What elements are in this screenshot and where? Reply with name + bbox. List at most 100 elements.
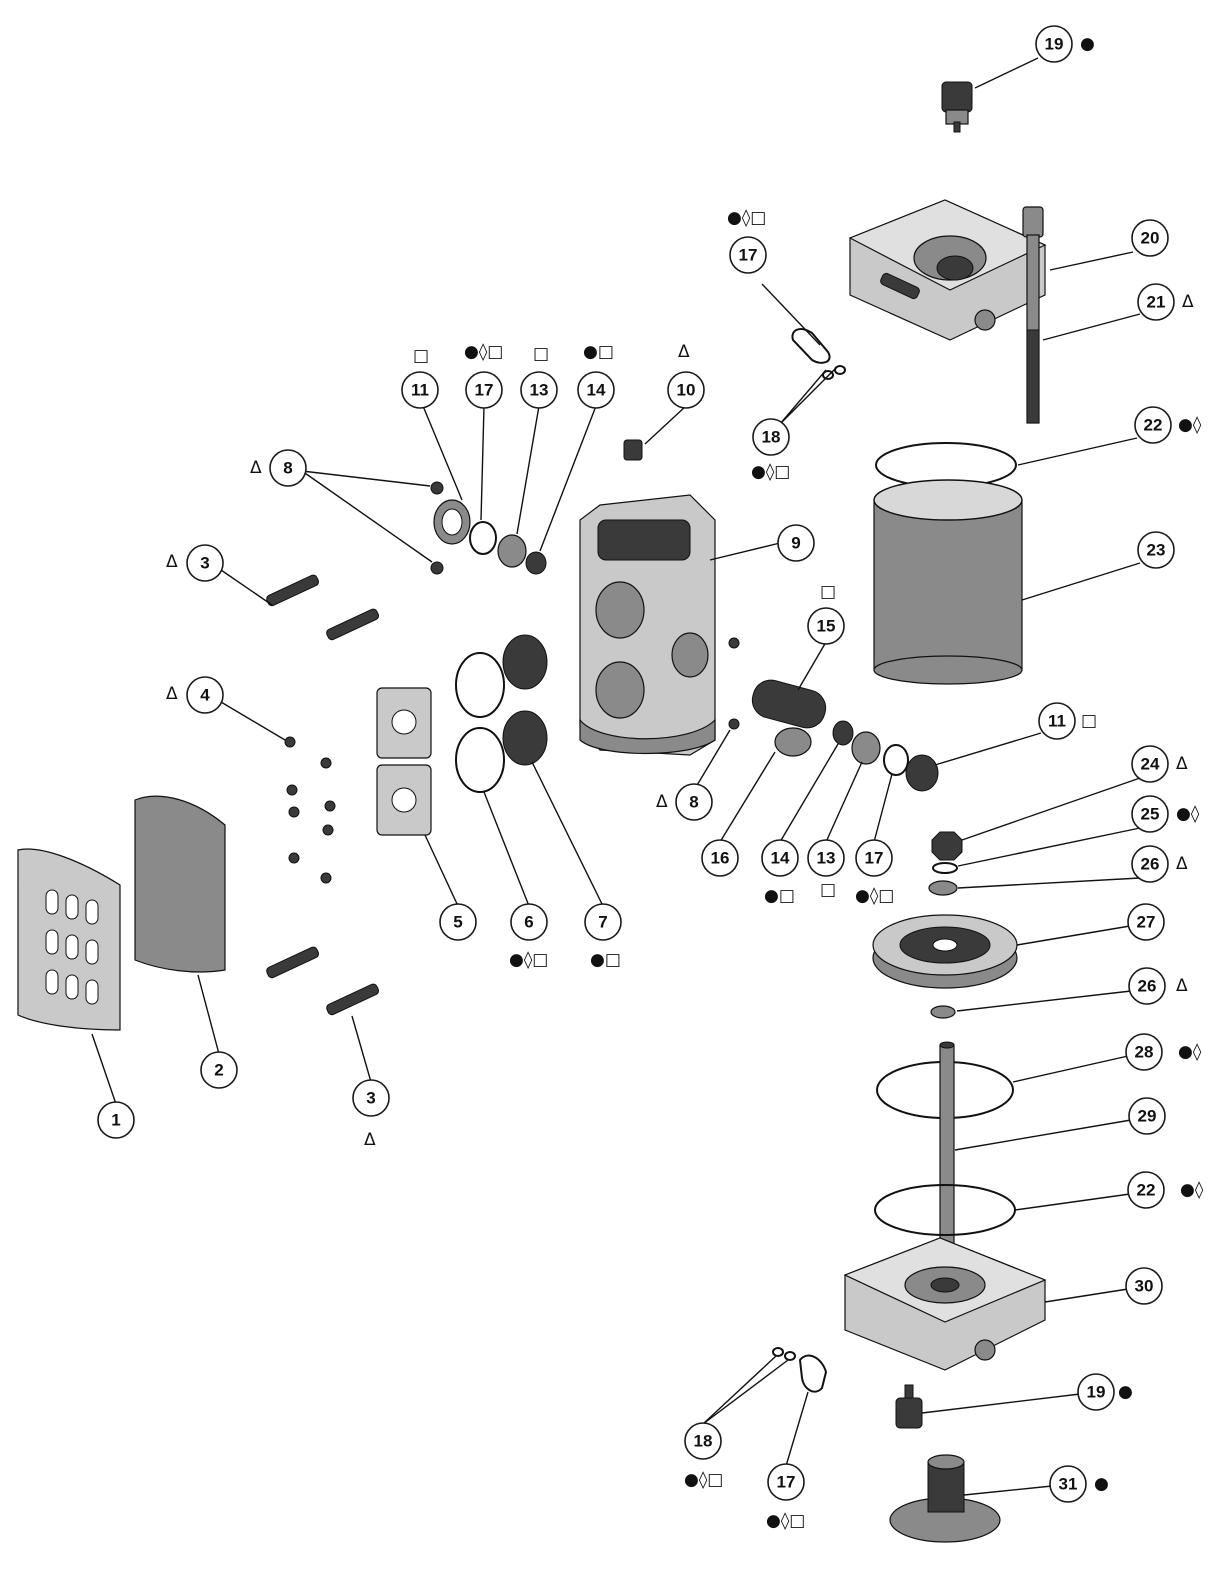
svg-text:24: 24 (1141, 755, 1160, 774)
svg-text:22: 22 (1137, 1181, 1156, 1200)
svg-text:●□: ●□ (764, 886, 795, 906)
callout-31: 31 ● (1049, 1465, 1109, 1503)
part-17-18-lower-seals (772, 1347, 828, 1393)
callout-22-upper: 22 ●◊ (1134, 406, 1202, 444)
svg-text:●◊□: ●◊□ (751, 462, 790, 482)
callout-6: 6 ●◊□ (509, 903, 548, 970)
callout-17-bottom: 17 ●◊□ (766, 1463, 805, 1531)
callout-11-upper: □ 11 (401, 346, 439, 409)
part-16-14-13-17-11-lower (774, 720, 939, 792)
svg-text:●□: ●□ (590, 950, 621, 970)
callout-3-lower: 3 Δ (352, 1079, 390, 1150)
svg-text:26: 26 (1138, 977, 1157, 996)
part-7-discs (502, 634, 548, 766)
svg-text:3: 3 (366, 1089, 375, 1108)
svg-text:11: 11 (1048, 712, 1066, 731)
svg-text:26: 26 (1141, 855, 1160, 874)
callout-2: 2 (200, 1051, 238, 1089)
callout-29: 29 (1128, 1097, 1166, 1135)
svg-text:4: 4 (200, 686, 210, 705)
part-2-shell (134, 795, 226, 973)
svg-text:27: 27 (1137, 913, 1156, 932)
svg-text:9: 9 (791, 534, 800, 553)
callout-26-upper: 26 Δ (1131, 845, 1188, 883)
svg-text:17: 17 (865, 849, 884, 868)
callout-27: 27 (1127, 903, 1165, 941)
callout-13-upper: □ 13 (520, 344, 558, 409)
callout-19-top: 19 ● (1035, 25, 1095, 63)
svg-text:16: 16 (711, 849, 730, 868)
svg-text:17: 17 (739, 246, 758, 265)
svg-text:3: 3 (200, 554, 209, 573)
callout-8-upper: Δ 8 (250, 449, 307, 487)
svg-text:8: 8 (689, 793, 698, 812)
svg-text:13: 13 (817, 849, 836, 868)
svg-text:●□: ●□ (583, 342, 614, 362)
svg-text:●◊□: ●◊□ (509, 950, 548, 970)
svg-text:●: ● (1094, 1474, 1109, 1494)
callout-4: Δ 4 (166, 676, 224, 714)
svg-text:●◊: ●◊ (1180, 1180, 1204, 1200)
part-11-13-14-17-upper (433, 499, 547, 575)
svg-text:Δ: Δ (678, 342, 690, 362)
callout-7: 7 ●□ (584, 903, 622, 970)
svg-text:●◊: ●◊ (1176, 804, 1200, 824)
svg-text:●: ● (1118, 1382, 1133, 1402)
part-30-lower-cap (843, 1237, 1047, 1371)
part-31-bottom-fitting (889, 1454, 1001, 1543)
svg-text:31: 31 (1059, 1475, 1078, 1494)
svg-text:Δ: Δ (1176, 976, 1188, 996)
svg-text:17: 17 (475, 381, 494, 400)
svg-text:●◊□: ●◊□ (727, 208, 766, 228)
svg-text:●◊□: ●◊□ (766, 1511, 805, 1531)
svg-text:29: 29 (1138, 1107, 1157, 1126)
svg-text:20: 20 (1141, 229, 1160, 248)
callout-11-lower: 11 □ (1038, 702, 1097, 740)
svg-text:18: 18 (694, 1432, 713, 1451)
svg-text:Δ: Δ (250, 458, 262, 478)
callout-18-upper: 18 ●◊□ (751, 418, 790, 482)
callout-15: □ 15 (807, 582, 845, 645)
callout-20: 20 (1131, 219, 1169, 257)
svg-text:Δ: Δ (364, 1130, 376, 1150)
svg-text:15: 15 (817, 617, 836, 636)
svg-text:23: 23 (1147, 541, 1166, 560)
callout-24: 24 Δ (1131, 745, 1188, 783)
callouts: 19 ● ●◊□ 17 20 21 Δ □ 11 ●◊□ 1 (97, 25, 1204, 1531)
part-9-main-body (579, 494, 716, 756)
svg-text:Δ: Δ (1182, 292, 1194, 312)
part-8-screws (430, 481, 740, 730)
callout-10: Δ 10 (667, 342, 705, 409)
svg-text:Δ: Δ (1176, 854, 1188, 874)
part-19-top-valve (941, 81, 973, 133)
svg-text:2: 2 (214, 1061, 223, 1080)
callout-25: 25 ●◊ (1131, 795, 1200, 833)
svg-text:22: 22 (1144, 416, 1163, 435)
svg-text:17: 17 (777, 1473, 796, 1492)
part-15-spring (751, 679, 827, 729)
callout-1: 1 (97, 1101, 135, 1139)
part-24-25-26-nut-washers (928, 831, 963, 896)
svg-text:11: 11 (411, 381, 429, 400)
part-4-small-screws (284, 736, 336, 884)
callout-5: 5 (439, 903, 477, 941)
part-17-18-top-seals (791, 328, 846, 380)
part-27-piston (872, 914, 1018, 989)
svg-text:6: 6 (524, 913, 533, 932)
callout-8-lower: Δ 8 (656, 783, 713, 821)
svg-text:□: □ (820, 582, 836, 602)
callout-17-middle: ●◊□ 17 (464, 342, 503, 409)
svg-text:1: 1 (111, 1111, 120, 1130)
callout-16: 16 (701, 839, 739, 877)
svg-text:28: 28 (1135, 1043, 1154, 1062)
callout-13-lower: 13 □ (807, 839, 845, 900)
svg-text:□: □ (1081, 711, 1097, 731)
svg-text:Δ: Δ (656, 792, 668, 812)
svg-text:10: 10 (677, 381, 696, 400)
svg-text:5: 5 (453, 913, 462, 932)
svg-text:19: 19 (1087, 1383, 1106, 1402)
callout-3-upper: Δ 3 (166, 544, 224, 582)
svg-text:●◊□: ●◊□ (855, 886, 894, 906)
svg-text:30: 30 (1135, 1277, 1154, 1296)
svg-text:Δ: Δ (166, 552, 178, 572)
